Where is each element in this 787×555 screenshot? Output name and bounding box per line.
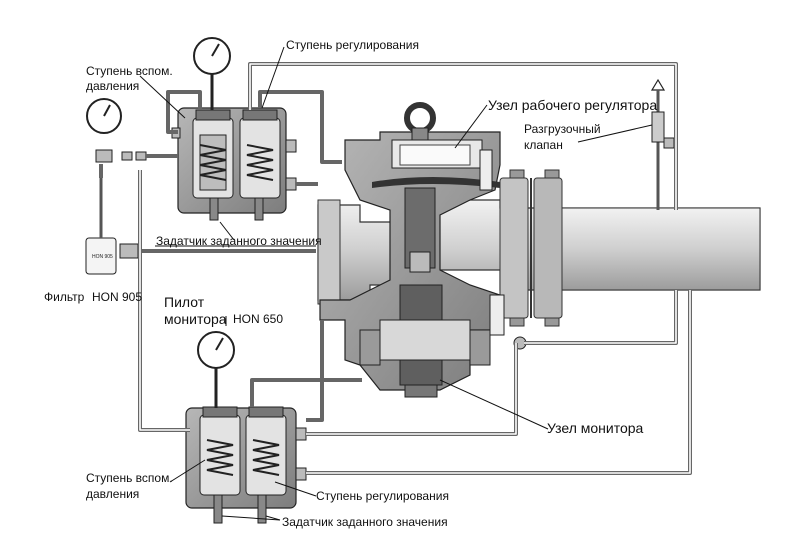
- label-relief-valve-line2: клапан: [524, 138, 563, 152]
- label-filter: Фильтр: [44, 290, 85, 304]
- label-top-setpoint: Задатчик заданного значения: [156, 234, 322, 248]
- label-monitor: Узел монитора: [547, 420, 644, 436]
- label-pilot-line2: монитора: [164, 311, 227, 327]
- label-pilot-model: HON 650: [233, 312, 284, 326]
- label-top-aux-stage-line2: давления: [86, 79, 140, 93]
- label-bottom-aux-stage-line2: давления: [86, 487, 140, 501]
- top-pilot-assembly: [171, 37, 297, 221]
- label-main-regulator: Узел рабочего регулятора: [488, 97, 658, 113]
- impulse-lines-inner: [139, 63, 691, 474]
- label-top-regulation-stage: Ступень регулирования: [286, 38, 419, 52]
- relief-valve: [650, 78, 675, 210]
- main-regulator-body: [319, 102, 527, 398]
- leader-lines: [139, 46, 653, 521]
- filter-unit: [85, 98, 147, 275]
- bottom-pilot-assembly: [185, 331, 307, 524]
- label-bottom-regulation-stage: Ступень регулирования: [316, 489, 449, 503]
- label-bottom-setpoint: Задатчик заданного значения: [282, 515, 448, 529]
- label-pilot-line1: Пилот: [164, 294, 205, 310]
- label-filter-model: HON 905: [92, 290, 143, 304]
- label-top-aux-stage-line1: Ступень вспом.: [86, 64, 173, 78]
- label-relief-valve-line1: Разгрузочный: [524, 122, 601, 136]
- label-bottom-aux-stage-line1: Ступень вспом.: [86, 471, 173, 485]
- filter-plate-text: HON 905: [92, 254, 113, 260]
